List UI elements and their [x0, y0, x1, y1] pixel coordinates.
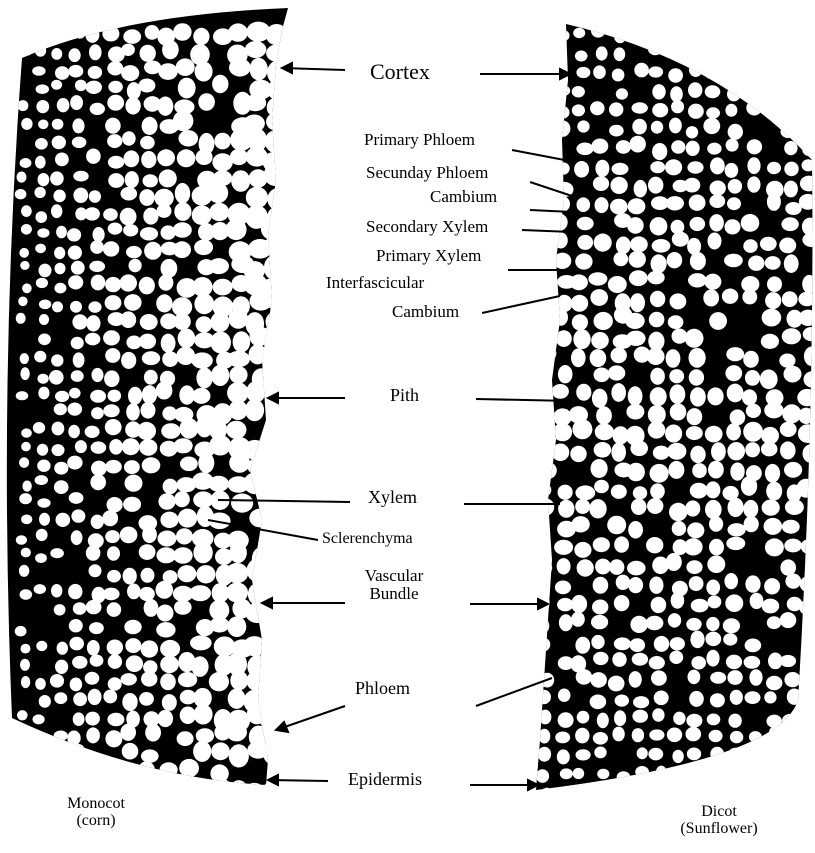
label-bundle: Bundle [354, 585, 434, 603]
caption-monocot-name: Monocot [46, 796, 146, 813]
label-cortex: Cortex [370, 60, 430, 83]
label-secunday-phloem: Secunday Phloem [366, 164, 488, 182]
caption-monocot: Monocot (corn) [46, 796, 146, 830]
caption-dicot-name: Dicot [664, 804, 774, 821]
caption-dicot: Dicot (Sunflower) [664, 804, 774, 838]
monocot-section [7, 8, 291, 803]
leader-interfascicular [482, 296, 560, 313]
label-cambium: Cambium [430, 188, 497, 206]
label-sclerenchyma: Sclerenchyma [322, 531, 413, 548]
label-primary-xylem: Primary Xylem [376, 247, 481, 265]
label-interfascicular: Interfascicular [326, 274, 424, 292]
label-pith: Pith [390, 386, 419, 405]
caption-dicot-example: (Sunflower) [664, 821, 774, 838]
label-vascular-bundle: Vascular Bundle [354, 567, 434, 603]
dicot-section [532, 24, 815, 803]
label-xylem: Xylem [368, 488, 417, 507]
label-epidermis: Epidermis [348, 770, 422, 789]
label-interfascicular-cambium: Cambium [392, 303, 459, 321]
caption-monocot-example: (corn) [46, 813, 146, 830]
leader-phloem-right [476, 678, 552, 706]
label-phloem: Phloem [355, 679, 410, 698]
label-secondary-xylem: Secondary Xylem [366, 218, 488, 236]
label-vascular: Vascular [354, 567, 434, 585]
label-primary-phloem: Primary Phloem [364, 131, 475, 149]
